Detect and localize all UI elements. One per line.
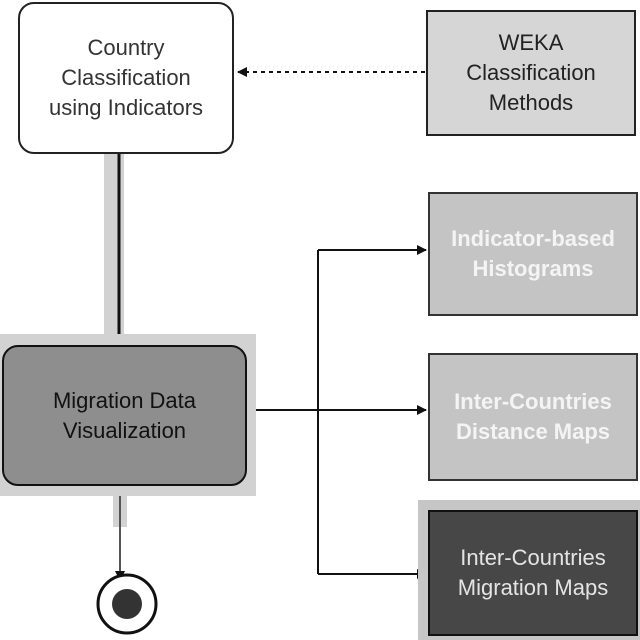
node-inter-countries-migration-maps: Inter-Countries Migration Maps bbox=[428, 510, 638, 636]
node-indicator-based-histograms: Indicator-based Histograms bbox=[428, 192, 638, 316]
edge-shadow bbox=[104, 154, 124, 336]
node-weka-classification-methods: WEKA Classification Methods bbox=[426, 10, 636, 136]
node-migration-data-visualization: Migration Data Visualization bbox=[2, 345, 247, 486]
final-node-dot bbox=[112, 589, 142, 619]
node-country-classification: Country Classification using Indicators bbox=[18, 2, 234, 154]
node-inter-countries-distance-maps: Inter-Countries Distance Maps bbox=[428, 353, 638, 481]
